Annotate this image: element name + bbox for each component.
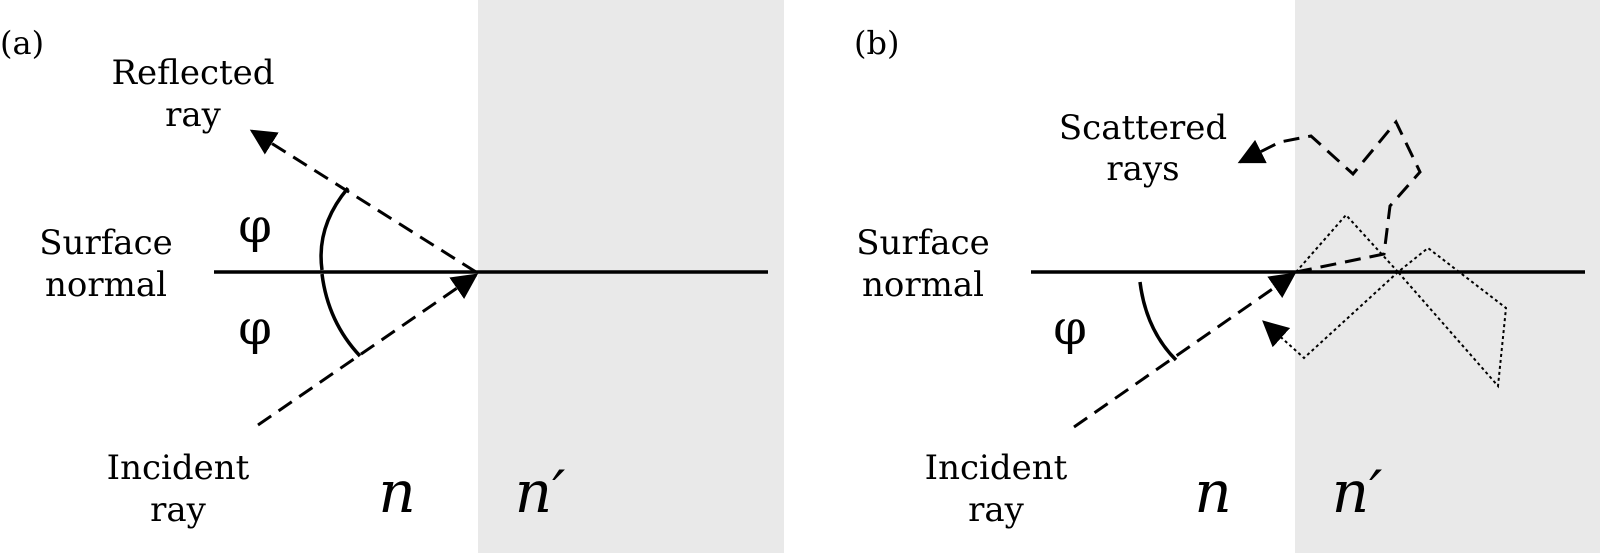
surface-normal-label-a-line1: Surface — [39, 223, 172, 263]
phi-label-b: φ — [1053, 300, 1087, 356]
scattered-ray-exit — [1237, 119, 1422, 274]
reflected-label-line1: Reflected — [111, 53, 274, 93]
scattered-ray-return — [1262, 271, 1399, 360]
scattered-label-line2: rays — [1106, 149, 1179, 189]
surface-normal-label-a-line2: normal — [45, 265, 167, 305]
medium-region-b — [1295, 0, 1600, 553]
phi-lower-label: φ — [238, 300, 272, 356]
incident-label-b-line2: ray — [968, 490, 1025, 530]
reflected-ray — [249, 129, 477, 274]
incident-label-b-line1: Incident — [925, 448, 1068, 488]
surface-normal-label-b-line2: normal — [862, 265, 984, 305]
medium-region-a — [478, 0, 784, 553]
internal-scatter-path-1 — [1295, 213, 1508, 389]
panel-a: (a) Reflected ray Surface normal φ φ Inc… — [0, 0, 784, 553]
phi-upper-label: φ — [238, 198, 272, 254]
reflected-label-line2: ray — [165, 95, 222, 135]
incident-ray-a — [257, 273, 479, 427]
panel-label-a: (a) — [0, 24, 44, 62]
incident-ray-b — [1073, 272, 1297, 429]
angle-arc-lower — [320, 273, 362, 358]
refractive-index-n-prime-a: n′ — [515, 458, 566, 526]
refractive-index-n-a: n — [378, 458, 415, 526]
panel-label-b: (b) — [854, 24, 899, 62]
refractive-index-n-b: n — [1194, 458, 1231, 526]
incident-label-a-line1: Incident — [107, 448, 250, 488]
refractive-index-n-prime-b: n′ — [1332, 458, 1383, 526]
angle-arc-upper — [319, 186, 350, 271]
incident-label-a-line2: ray — [150, 490, 207, 530]
surface-normal-label-b-line1: Surface — [856, 223, 989, 263]
scattered-label-line1: Scattered — [1059, 108, 1227, 148]
angle-arc-b — [1138, 281, 1178, 362]
panel-b: (b) Scattered rays Surface normal φ Inci… — [854, 0, 1600, 553]
